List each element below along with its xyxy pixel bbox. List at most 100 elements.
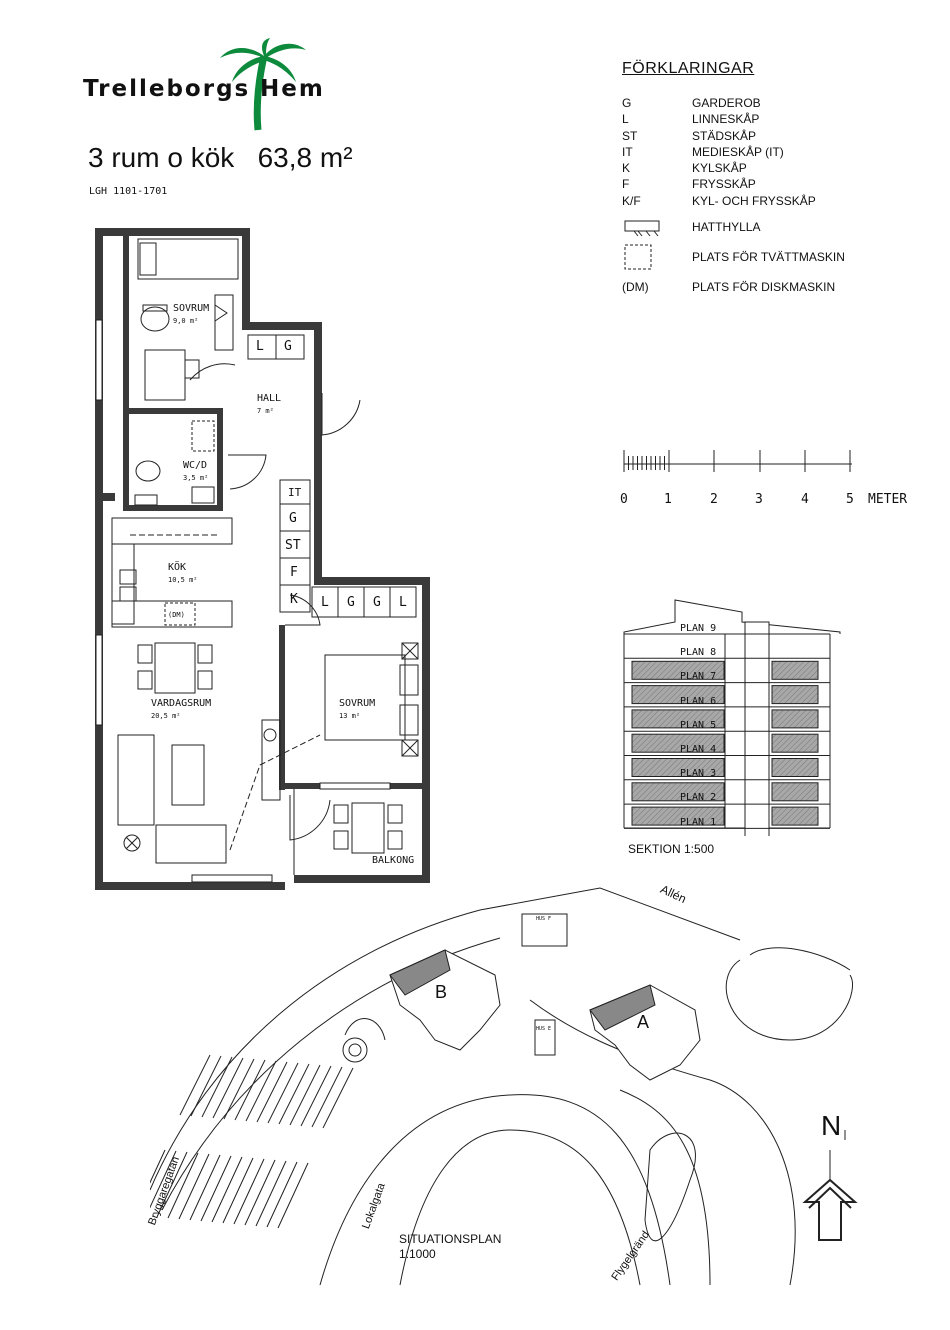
section-floor-label: PLAN 8 (680, 647, 717, 658)
section-floor-label: PLAN 2 (680, 792, 717, 803)
legend-row-dishwasher: (DM) PLATS FÖR DISKMASKIN (622, 280, 922, 300)
building-label-hus-e: HUS E (536, 1026, 552, 1032)
room-name: KÖK (168, 562, 187, 573)
legend-code: G (622, 96, 632, 110)
parking-stall-line (311, 1066, 343, 1128)
section-floor-label: PLAN 7 (680, 671, 717, 682)
section-drawing: PLAN 9 PLAN 8 PLAN 7 PLAN 6 PLAN 5 PLAN … (620, 596, 850, 866)
section-apartment-band (771, 733, 819, 753)
scale-tick-label: 0 (620, 492, 628, 507)
hat-shelf-icon (624, 220, 660, 237)
legend-row: IT MEDIESKÅP (IT) (622, 145, 922, 161)
section-apartment-band (631, 782, 725, 802)
scale-tick-label: 4 (801, 492, 809, 507)
site-plan-graphic (150, 887, 853, 1286)
section-apartment-band (771, 782, 819, 802)
section-apartment-band (771, 709, 819, 729)
legend-text: MEDIESKÅP (IT) (692, 144, 784, 159)
site-plan: N Allén Bryggaregatan Lokalgata Flygelgr… (146, 880, 870, 1290)
building-label-b: B (435, 982, 448, 1002)
legend-text: STÄDSKÅP (692, 128, 757, 143)
room-name: HALL (257, 393, 282, 404)
logo: Trelleborgs Hem (80, 38, 340, 133)
cabinet-label: K (290, 592, 298, 607)
cabinet-label: G (289, 511, 297, 526)
section-apartment-band (631, 806, 725, 826)
cabinet-label: F (290, 565, 298, 580)
cabinet-label: IT (288, 486, 302, 499)
parking-stall-line (267, 1062, 299, 1124)
legend-text: PLATS FÖR TVÄTTMASKIN (692, 250, 845, 265)
parking-stall-line (167, 1152, 199, 1219)
parking-stall-line (244, 1159, 276, 1226)
parking-stall-line (233, 1158, 265, 1225)
room-name: WC/D (183, 460, 208, 471)
legend-code: IT (622, 144, 633, 159)
legend-row-hatthylla: HATTHYLLA (622, 220, 922, 250)
room-area: 7 m² (257, 407, 274, 415)
section-floor-label: PLAN 9 (680, 623, 717, 634)
room-name: VARDAGSRUM (151, 698, 212, 709)
palm-tree-icon (220, 38, 306, 131)
legend-code: K/F (622, 193, 641, 208)
north-arrow-icon (802, 1150, 858, 1241)
room-area: 13 m² (339, 712, 361, 720)
section-apartment-band (631, 709, 725, 729)
parking-stall-line (190, 1055, 222, 1117)
legend-code: K (622, 161, 631, 176)
cabinet-label: G (284, 339, 292, 354)
scale-bar: 0 1 2 3 4 5 METER (618, 442, 918, 512)
room-name: SOVRUM (173, 303, 210, 314)
parking-stall-line (277, 1162, 309, 1229)
building-label-hus-f: HUS F (536, 916, 552, 922)
section-floor-label: PLAN 5 (680, 720, 717, 731)
parking-stall-line (212, 1057, 244, 1119)
room-area: 3,5 m² (183, 474, 209, 482)
apartment-range: LGH 1101-1701 (89, 186, 168, 197)
logo-text-left: Trelleborgs (83, 76, 251, 102)
cabinet-label: L (256, 339, 264, 354)
cabinet-label: G (347, 595, 355, 610)
legend-code: (DM) (622, 280, 649, 295)
room-label-hall: HALL 7 m² (257, 393, 281, 417)
parking-stall-line (255, 1160, 287, 1227)
legend-code: ST (622, 128, 638, 143)
parking-stall-line (322, 1067, 354, 1129)
parking-stall-line (150, 1149, 166, 1184)
legend-code: F (622, 177, 630, 192)
room-area: 9,0 m² (173, 317, 199, 325)
parking-stall-line (266, 1161, 298, 1228)
legend-text: LINNESKÅP (692, 112, 760, 127)
section-floor-label: PLAN 6 (680, 696, 717, 707)
cabinet-label: L (399, 595, 407, 610)
cabinet-label: ST (285, 538, 301, 553)
legend-text: GARDEROB (692, 96, 761, 110)
logo-text-right: Hem (260, 76, 325, 102)
section-apartment-band (631, 685, 725, 705)
cabinet-label: L (321, 595, 329, 610)
parking-stall-line (189, 1154, 221, 1221)
parking-stall-line (179, 1054, 211, 1116)
parking-stall-line (234, 1059, 266, 1121)
section-apartment-band (771, 806, 819, 826)
legend-row: G GARDEROB (622, 96, 922, 112)
building-label-a: A (637, 1012, 650, 1032)
parking-stall-line (200, 1155, 232, 1222)
legend-row: ST STÄDSKÅP (622, 129, 922, 145)
scale-tick-label: 5 (846, 492, 854, 507)
parking-stall-line (289, 1064, 321, 1126)
parking-stall-line (222, 1157, 254, 1224)
parking-stall-line (156, 1151, 188, 1218)
section-floor-label: PLAN 1 (680, 817, 717, 828)
site-caption-scale: 1:1000 (399, 1247, 436, 1261)
room-label-sovrum-small: SOVRUM 9,0 m² (173, 303, 209, 327)
room-name: SOVRUM (339, 698, 376, 709)
parking-stall-line (300, 1065, 332, 1127)
